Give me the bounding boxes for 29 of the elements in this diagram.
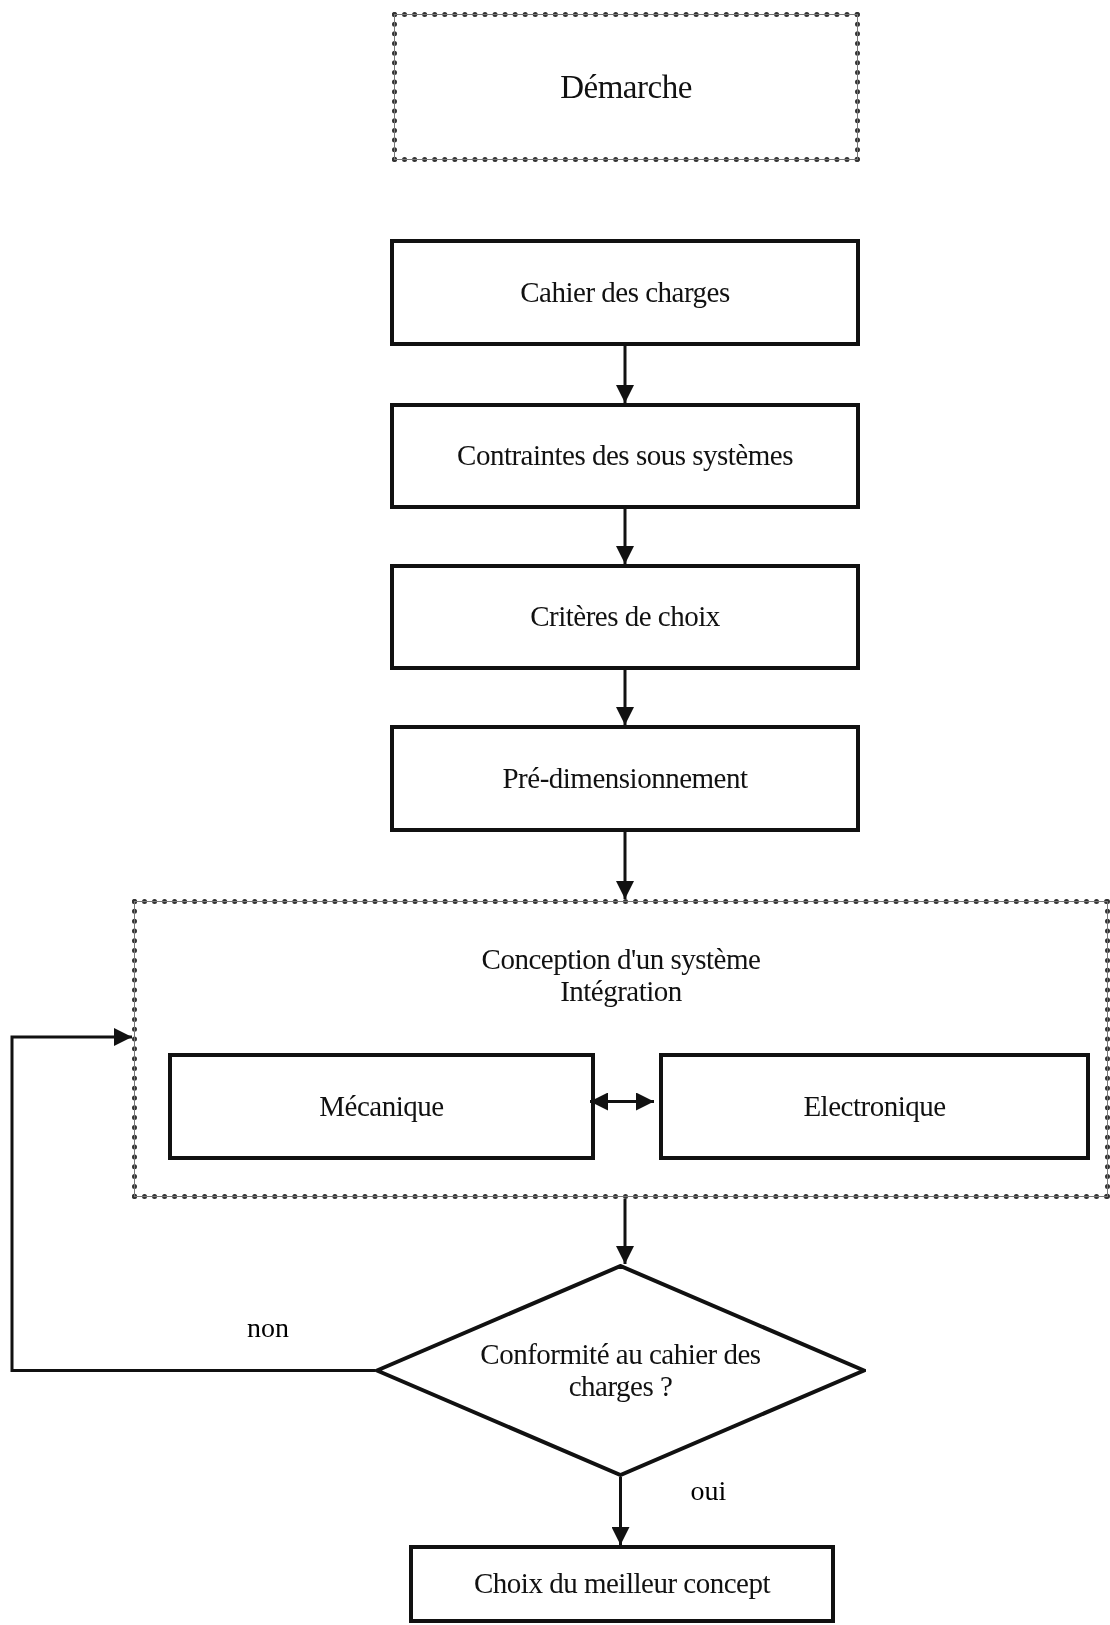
arrow — [10, 1028, 375, 1372]
arrow — [616, 509, 634, 564]
node-label: Conception d'un système — [481, 944, 761, 976]
node-label: Choix du meilleur concept — [474, 1568, 770, 1600]
arrow — [616, 670, 634, 725]
arrow — [616, 1199, 634, 1264]
node-label: Contraintes des sous systèmes — [457, 440, 793, 472]
process-box — [390, 239, 860, 346]
process-box — [659, 1053, 1090, 1160]
node-label: Démarche — [560, 68, 692, 106]
process-box — [390, 564, 860, 670]
title-box — [392, 12, 860, 162]
process-box — [390, 725, 860, 832]
node-label: Mécanique — [319, 1090, 444, 1123]
arrow — [616, 346, 634, 403]
node-label: Cahier des charges — [520, 276, 730, 309]
node-label: Pré-dimensionnement — [502, 762, 748, 795]
arrow — [590, 1092, 654, 1111]
node-label: Intégration — [560, 975, 682, 1008]
arrow — [611, 1477, 630, 1545]
process-box — [390, 403, 860, 509]
node-label: Conformité au cahier des charges ? — [480, 1338, 761, 1403]
process-box — [409, 1545, 835, 1623]
node-label: Electronique — [803, 1090, 946, 1123]
decision-diamond — [375, 1264, 866, 1477]
group-box — [132, 899, 1110, 1199]
arrow — [616, 832, 634, 899]
node-label: Critères de choix — [530, 601, 720, 633]
process-box — [168, 1053, 595, 1160]
